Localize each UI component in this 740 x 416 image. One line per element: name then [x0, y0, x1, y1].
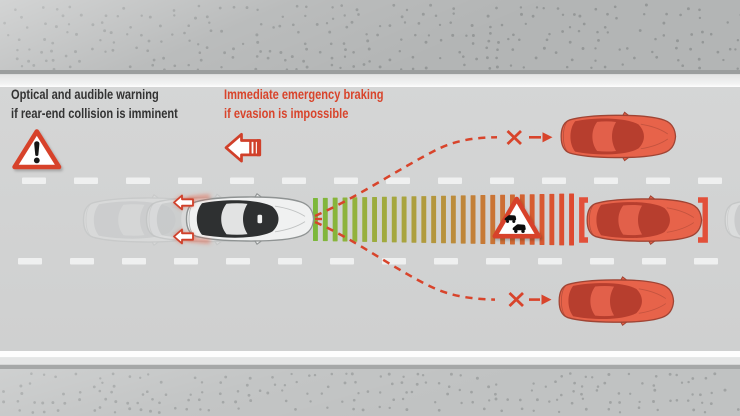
warning-text-line2: if rear-end collision is imminent [11, 106, 178, 121]
bracket-left [579, 197, 588, 243]
braking-text: Immediate emergency braking if evasion i… [224, 85, 383, 123]
evasion-path-bottom [314, 220, 552, 308]
exclamation-icon [33, 141, 40, 164]
evasion-arrowhead-bottom [541, 294, 552, 305]
top-band [0, 0, 740, 87]
evasion-x-top-icon [506, 129, 522, 146]
brake-arrow-rear [173, 228, 194, 245]
warning-text-line1: Optical and audible warning [11, 87, 159, 102]
bracket-right [698, 197, 708, 243]
leading-car-ghost [724, 201, 740, 239]
evasion-arrowhead-top [542, 132, 553, 143]
brake-arrow-rear [173, 194, 194, 211]
warning-triangle-sign [12, 129, 62, 170]
obstacle-car-middle [586, 195, 703, 246]
warning-text: Optical and audible warning if rear-end … [11, 85, 178, 123]
braking-text-line1: Immediate emergency braking [224, 87, 384, 102]
lane-markings [18, 177, 722, 265]
radar-beam [313, 193, 574, 246]
evasion-path-top [314, 129, 553, 218]
traffic-jam-sign [492, 196, 541, 239]
ego-car [185, 193, 315, 245]
braking-text-line2: if evasion is impossible [224, 106, 349, 121]
obstacle-car-top [560, 111, 677, 162]
bottom-band [0, 351, 740, 416]
traffic-jam-icon [504, 215, 526, 234]
obstacle-car-bottom [558, 276, 675, 327]
target-brackets [579, 197, 708, 243]
evasion-x-bottom-icon [508, 291, 524, 308]
brake-arrow-icon [224, 132, 262, 163]
